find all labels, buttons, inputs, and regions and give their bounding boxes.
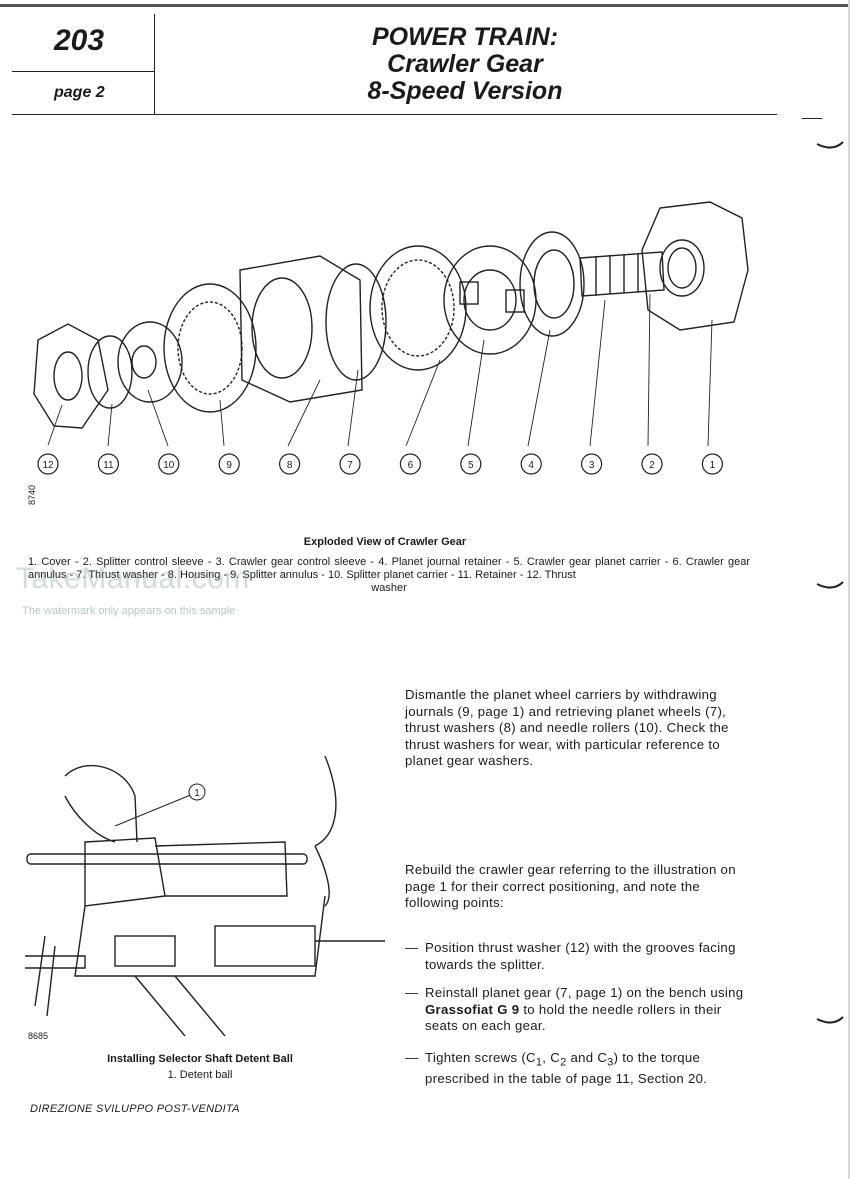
page-label: page 2 [54, 84, 105, 101]
page-edge-mark [816, 141, 844, 149]
figure-code: 8685 [28, 1031, 49, 1041]
header-rule [12, 114, 777, 115]
callout-label: 1 [710, 460, 716, 471]
body-paragraph: Dismantle the planet wheel carriers by w… [405, 687, 729, 769]
callout-label: 9 [226, 460, 232, 471]
watermark-note: The watermark only appears on this sampl… [22, 605, 236, 617]
callout-label: 8 [287, 460, 293, 471]
figure-caption: 1. Detent ball [167, 1069, 233, 1081]
callout-label: 7 [347, 460, 353, 471]
list-item-text: Tighten screws (C1, C2 and C3) to the to… [425, 1050, 749, 1088]
figure-code: 8740 [27, 484, 37, 505]
callout-circle [339, 453, 361, 475]
legend-text-end: washer [371, 582, 407, 594]
list-item-text: Position thrust washer (12) with the gro… [425, 940, 736, 972]
page-title-line2: Crawler Gear [387, 50, 543, 78]
page-edge [848, 0, 850, 1179]
selector-shaft [26, 853, 308, 865]
callout-circle [97, 453, 120, 475]
section-number: 203 [54, 24, 105, 57]
list-item: — Tighten screws (C1, C2 and C3) to the … [405, 1050, 749, 1088]
text-run: and C [566, 1050, 608, 1065]
product-name: Grassofiat G 9 [425, 1001, 520, 1017]
callout-label: 10 [163, 460, 175, 471]
header-divider [154, 14, 155, 114]
cover-part [641, 201, 749, 331]
callout-circle [580, 453, 603, 475]
crawler-planet-carrier-part [443, 245, 537, 355]
splitter-planet-carrier-part [117, 321, 183, 403]
callout-label: 6 [408, 460, 414, 471]
exploded-view-diagram: 12 11 10 9 8 7 6 5 4 3 2 1 [33, 201, 749, 475]
list-dash: — [405, 1050, 419, 1065]
callout-circle [701, 453, 724, 475]
crawler-annulus-part [369, 245, 467, 371]
subscript: 3 [607, 1056, 614, 1069]
callout-circle [158, 453, 180, 475]
figure-title: Installing Selector Shaft Detent Ball [107, 1053, 293, 1065]
figure-legend: 1. Cover - 2. Splitter control sleeve - … [28, 556, 750, 595]
callout-label: 3 [589, 460, 595, 471]
callout-circle [520, 453, 542, 475]
callout-circle [218, 453, 240, 475]
page-title-line1: POWER TRAIN: [371, 23, 559, 51]
subscript: 2 [560, 1056, 567, 1069]
callout-circle [399, 453, 421, 475]
text-run: Tighten screws (C [425, 1050, 536, 1065]
end-thrust-washer-part [33, 323, 109, 429]
watermark: TakeManual.com [16, 562, 250, 595]
body-paragraph: Rebuild the crawler gear referring to th… [405, 862, 736, 911]
page-edge-mark [816, 1016, 844, 1024]
housing-part [239, 255, 363, 403]
top-rule [0, 4, 850, 7]
text-run: , C [542, 1050, 561, 1065]
callout-circle [641, 453, 663, 475]
callout-circle [279, 453, 301, 475]
callout-label: 5 [468, 460, 474, 471]
margin-dash [802, 118, 822, 119]
callout-label: 4 [528, 460, 534, 471]
splitter-sleeve-part [579, 251, 665, 297]
callout-1-circle [188, 783, 206, 801]
callout-circle [37, 453, 59, 475]
callout-label: 11 [103, 460, 114, 471]
text-run: ) to the torque prescribed in the table … [425, 1050, 708, 1087]
text-run: to hold the needle rollers in their seat… [425, 1001, 722, 1034]
list-item: — Position thrust washer (12) with the g… [405, 940, 749, 973]
subscript: 1 [535, 1056, 543, 1069]
legend-text: 1. Cover - 2. Splitter control sleeve - … [28, 556, 750, 581]
footer-text: DIREZIONE SVILUPPO POST-VENDITA [30, 1103, 240, 1115]
header-divider [12, 71, 154, 72]
list-item: — Reinstall planet gear (7, page 1) on t… [405, 985, 749, 1035]
planet-journal-retainer-part [519, 231, 585, 337]
page-edge-mark [816, 581, 844, 589]
vise-illustration: 1 [25, 755, 385, 1036]
callout-circle [460, 453, 482, 475]
figure-title: Exploded View of Crawler Gear [303, 536, 467, 548]
callout-label: 2 [649, 460, 655, 471]
list-dash: — [405, 985, 419, 1000]
callout-label: 12 [42, 460, 54, 471]
page-title-line3: 8-Speed Version [367, 77, 563, 105]
vise-callout-1: 1 [194, 788, 200, 799]
callout-group: 12 11 10 9 8 7 6 5 4 3 2 1 [37, 453, 724, 475]
retainer-part [87, 335, 133, 409]
thrust-washer-part [325, 263, 387, 381]
text-run: Reinstall planet gear (7, page 1) on the… [425, 985, 744, 1000]
list-item-text: Reinstall planet gear (7, page 1) on the… [425, 985, 749, 1035]
list-dash: — [405, 940, 419, 955]
cover-bore [659, 239, 705, 297]
splitter-annulus-part [163, 283, 257, 413]
